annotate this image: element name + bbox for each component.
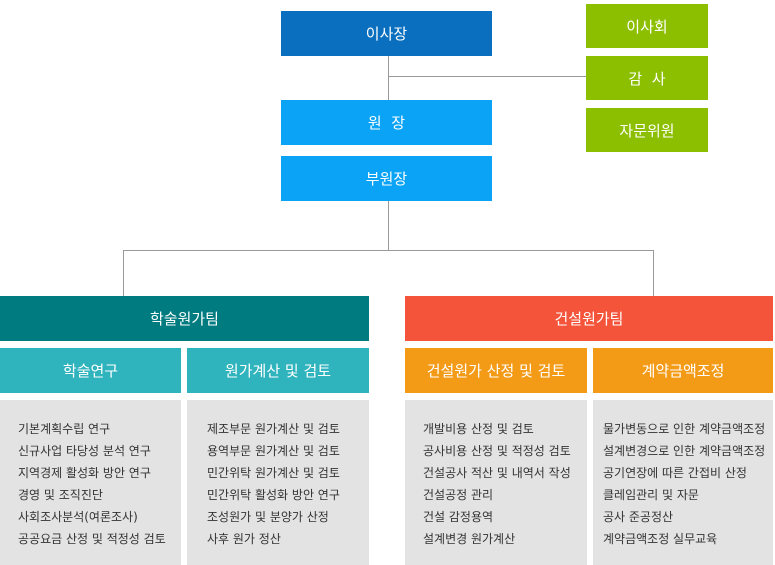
group-cost-calc: 원가계산 및 검토 — [187, 348, 369, 393]
list-item: 건설 감정용역 — [423, 510, 494, 524]
list-item: 민간위탁 활성화 방안 연구 — [207, 488, 340, 502]
list-item: 설계변경 원가계산 — [423, 532, 516, 546]
list-item: 기본계획수립 연구 — [18, 422, 111, 436]
list-academic-research: 기본계획수립 연구 신규사업 타당성 분석 연구 지역경제 활성화 방안 연구 … — [0, 400, 181, 565]
list-item: 개발비용 산정 및 검토 — [423, 422, 534, 436]
list-item: 사후 원가 정산 — [207, 532, 281, 546]
list-item: 공사 준공정산 — [603, 510, 674, 524]
list-item: 계약금액조정 실무교육 — [603, 532, 718, 546]
list-item: 클레임관리 및 자문 — [603, 488, 699, 502]
list-item: 지역경제 활성화 방안 연구 — [18, 466, 151, 480]
team-construction: 건설원가팀 — [405, 296, 773, 341]
connector — [388, 76, 586, 77]
connector — [388, 56, 389, 100]
list-contract-adjust: 물가변동으로 인한 계약금액조정 설계변경으로 인한 계약금액조정 공기연장에 … — [593, 400, 773, 565]
team-academic: 학술원가팀 — [0, 296, 369, 341]
list-cost-calc: 제조부문 원가계산 및 검토 용역부문 원가계산 및 검토 민간위탁 원가계산 … — [187, 400, 369, 565]
list-item: 공공요금 산정 및 적정성 검토 — [18, 532, 166, 546]
connector — [123, 250, 654, 251]
list-item: 조성원가 및 분양가 산정 — [207, 510, 329, 524]
auditor-box: 감 사 — [586, 56, 708, 100]
connector — [653, 250, 654, 296]
list-item: 제조부문 원가계산 및 검토 — [207, 422, 340, 436]
group-construction-cost: 건설원가 산정 및 검토 — [405, 348, 587, 393]
list-construction-cost: 개발비용 산정 및 검토 공사비용 산정 및 적정성 검토 건설공사 적산 및 … — [405, 400, 587, 565]
list-item: 사회조사분석(여론조사) — [18, 510, 138, 524]
list-item: 민간위탁 원가계산 및 검토 — [207, 466, 340, 480]
list-item: 건설공정 관리 — [423, 488, 494, 502]
list-item: 용역부문 원가계산 및 검토 — [207, 444, 340, 458]
group-academic-research: 학술연구 — [0, 348, 181, 393]
list-item: 물가변동으로 인한 계약금액조정 — [603, 422, 766, 436]
board-box: 이사회 — [586, 4, 708, 48]
list-item: 설계변경으로 인한 계약금액조정 — [603, 444, 766, 458]
chairman-box: 이사장 — [281, 11, 492, 56]
list-item: 공사비용 산정 및 적정성 검토 — [423, 444, 571, 458]
list-item: 경영 및 조직진단 — [18, 488, 103, 502]
connector — [123, 250, 124, 296]
advisory-box: 자문위원 — [586, 108, 708, 152]
director-box: 원 장 — [281, 100, 492, 145]
vice-director-box: 부원장 — [281, 156, 492, 201]
list-item: 건설공사 적산 및 내역서 작성 — [423, 466, 571, 480]
connector — [388, 201, 389, 250]
group-contract-adjust: 계약금액조정 — [593, 348, 773, 393]
list-item: 공기연장에 따른 간접비 산정 — [603, 466, 747, 480]
list-item: 신규사업 타당성 분석 연구 — [18, 444, 151, 458]
